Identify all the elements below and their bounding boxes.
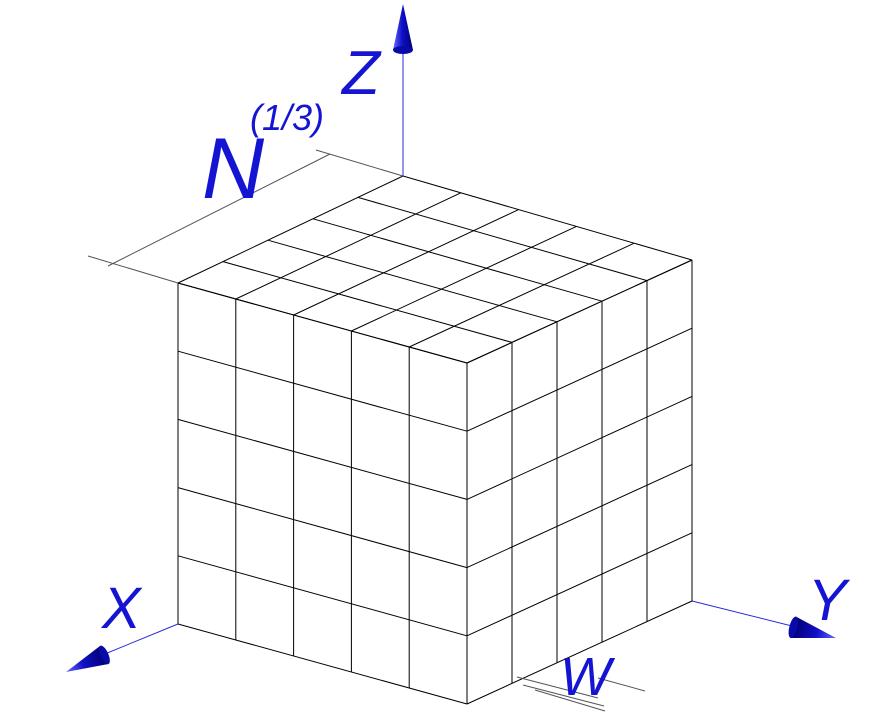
w-dimension-line bbox=[516, 676, 646, 712]
top-face-gridline bbox=[267, 239, 558, 323]
left-face-gridline bbox=[177, 282, 468, 364]
z-axis-arrow-icon bbox=[393, 4, 413, 54]
right-face-gridline bbox=[466, 464, 693, 569]
y-axis-arrow-icon bbox=[788, 616, 836, 639]
x-axis-label: X bbox=[100, 576, 143, 641]
top-face-gridline bbox=[235, 192, 462, 300]
x-axis-arrow-icon bbox=[66, 645, 110, 672]
right-face-gridline bbox=[466, 600, 693, 705]
x-axis-line bbox=[94, 623, 179, 659]
right-face-gridline bbox=[466, 532, 693, 637]
left-face-gridline bbox=[177, 350, 468, 432]
y-axis-label: Y bbox=[808, 568, 851, 633]
y-axis-line bbox=[691, 600, 801, 629]
left-face-gridline bbox=[177, 487, 468, 569]
top-face-gridline bbox=[312, 218, 603, 302]
top-face-gridline bbox=[351, 225, 577, 332]
left-face-gridline bbox=[177, 623, 468, 705]
top-face-gridline bbox=[357, 196, 648, 282]
n-exponent-label: (1/3) bbox=[250, 97, 324, 138]
top-face-gridline bbox=[402, 175, 693, 261]
left-face-gridline bbox=[177, 555, 468, 637]
top-face-gridline bbox=[222, 261, 513, 343]
left-face-gridline bbox=[177, 418, 468, 500]
top-face-gridline bbox=[177, 175, 404, 284]
right-face-gridline bbox=[466, 259, 693, 364]
top-face-gridline bbox=[293, 209, 519, 316]
n-dimension-line bbox=[87, 149, 404, 284]
right-face-gridline bbox=[466, 327, 693, 432]
z-axis-label: Z bbox=[340, 39, 382, 108]
w-label: W bbox=[560, 647, 616, 707]
top-face-gridline bbox=[408, 242, 635, 348]
right-face-gridline bbox=[466, 395, 693, 500]
cube-grid bbox=[177, 175, 693, 705]
n-label: N bbox=[202, 121, 265, 217]
